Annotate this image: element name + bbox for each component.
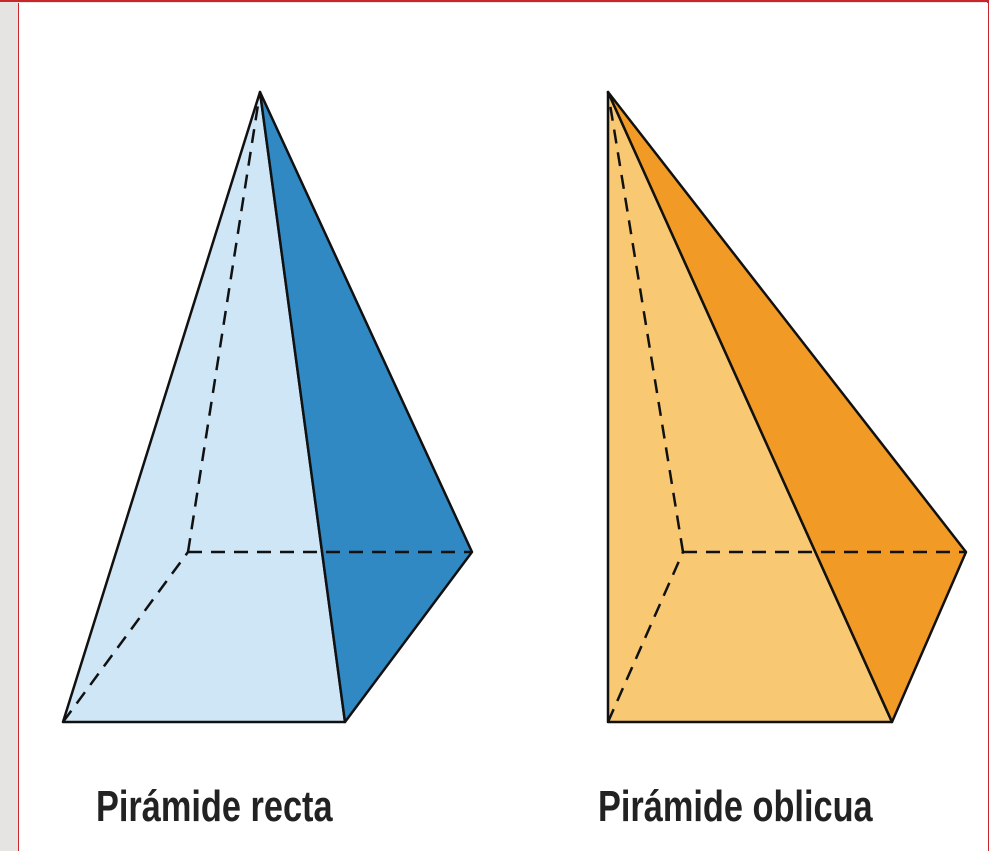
oblique-pyramid-hidden-edges [606, 91, 966, 723]
caption-right-pyramid: Pirámide recta [96, 782, 333, 831]
right-pyramid-hidden-edges [61, 91, 472, 723]
caption-oblique-pyramid: Pirámide oblicua [598, 782, 873, 831]
oblique-pyramid [606, 90, 968, 724]
oblique-pyramid-side-face [606, 90, 968, 724]
right-pyramid [61, 90, 474, 724]
right-pyramid-side-face [258, 90, 474, 724]
